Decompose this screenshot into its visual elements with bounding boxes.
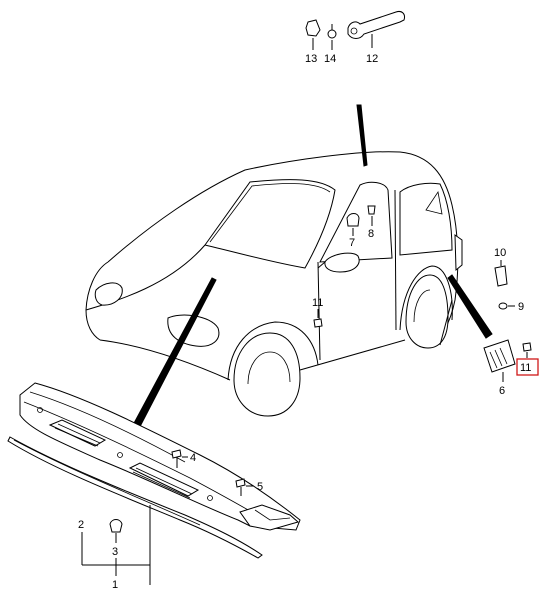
part-11-rear-clip: 11 bbox=[516, 342, 539, 376]
part-1-2-bracket: 2 1 bbox=[78, 505, 151, 591]
highlight-box-11 bbox=[516, 358, 539, 376]
part-14-screw: 14 bbox=[324, 24, 337, 65]
part-6-vent: 6 bbox=[483, 339, 516, 397]
part-3-clip: 3 bbox=[109, 519, 123, 558]
part-11-body-clip: 11 bbox=[312, 297, 323, 328]
label-11-body: 11 bbox=[312, 297, 323, 309]
label-7: 7 bbox=[349, 237, 355, 249]
part-9-grommet: 9 bbox=[498, 301, 524, 313]
label-13: 13 bbox=[305, 53, 317, 65]
label-11-highlighted: 11 bbox=[520, 362, 531, 374]
label-2: 2 bbox=[78, 519, 84, 531]
label-10: 10 bbox=[494, 247, 506, 259]
part-12-handle: 12 bbox=[347, 11, 405, 65]
label-5: 5 bbox=[257, 481, 263, 493]
label-6: 6 bbox=[499, 385, 505, 397]
label-3: 3 bbox=[112, 546, 118, 558]
part-10-cover: 10 bbox=[494, 247, 508, 287]
cowl-panel bbox=[19, 382, 301, 531]
label-1: 1 bbox=[112, 579, 118, 591]
vehicle-outline bbox=[85, 151, 463, 417]
part-8-clip: 8 bbox=[367, 205, 376, 240]
label-14: 14 bbox=[324, 53, 336, 65]
leader-wedges bbox=[125, 104, 493, 443]
part-13-clip: 13 bbox=[305, 19, 321, 65]
label-9: 9 bbox=[518, 301, 524, 313]
label-4: 4 bbox=[190, 452, 196, 464]
label-12: 12 bbox=[366, 53, 378, 65]
part-5-screw: 5 bbox=[235, 478, 263, 496]
part-7-clip: 7 bbox=[346, 213, 360, 249]
label-8: 8 bbox=[368, 228, 374, 240]
weatherstrip bbox=[7, 436, 263, 559]
part-4-screw: 4 bbox=[171, 449, 196, 468]
